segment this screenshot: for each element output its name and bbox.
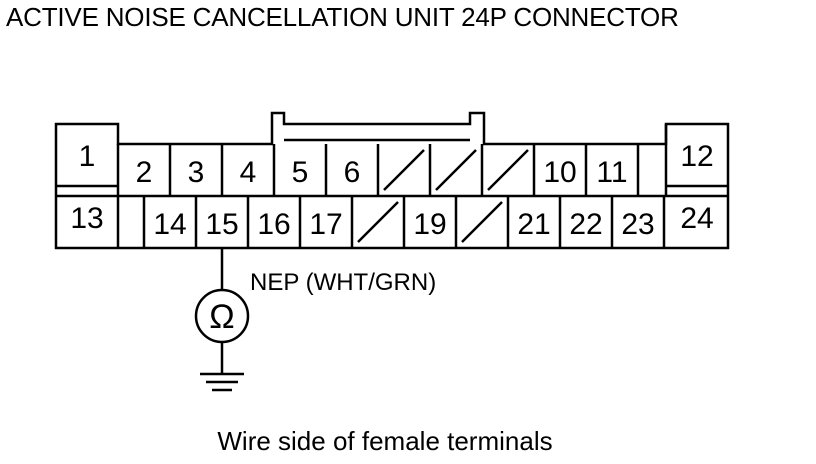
pin-label: 22 (569, 208, 602, 241)
pin-label: 5 (292, 156, 309, 189)
diagram-caption: Wire side of female terminals (217, 426, 553, 456)
pin-label: 10 (543, 156, 576, 189)
blank-cavity-slash (383, 149, 425, 191)
pin-label: 2 (136, 156, 153, 189)
pin-label: 1 (79, 140, 96, 173)
pin-label: 12 (680, 140, 713, 173)
blank-cavity-slash (487, 149, 529, 191)
pin-label: 24 (680, 202, 713, 235)
pin-label: 4 (240, 156, 257, 189)
diagram-title: ACTIVE NOISE CANCELLATION UNIT 24P CONNE… (6, 2, 679, 32)
pin-label: 3 (188, 156, 205, 189)
pin-label: 21 (517, 208, 550, 241)
ohm-symbol: Ω (209, 298, 234, 336)
pin-label: 23 (621, 208, 654, 241)
pin-label: 16 (257, 208, 290, 241)
pin-label: 11 (596, 156, 627, 189)
pin-label: 6 (344, 156, 361, 189)
blank-cavity-slash (357, 201, 399, 243)
pin-label: 14 (153, 208, 186, 241)
pin-label: 13 (70, 202, 103, 235)
blank-cavity-slash (461, 201, 503, 243)
connector-outline (54, 111, 730, 250)
blank-cavity-slash (435, 149, 477, 191)
pin-label: 15 (205, 208, 238, 241)
wire-label: NEP (WHT/GRN) (250, 269, 436, 296)
pin-label: 17 (309, 208, 342, 241)
pin-label: 19 (413, 208, 446, 241)
